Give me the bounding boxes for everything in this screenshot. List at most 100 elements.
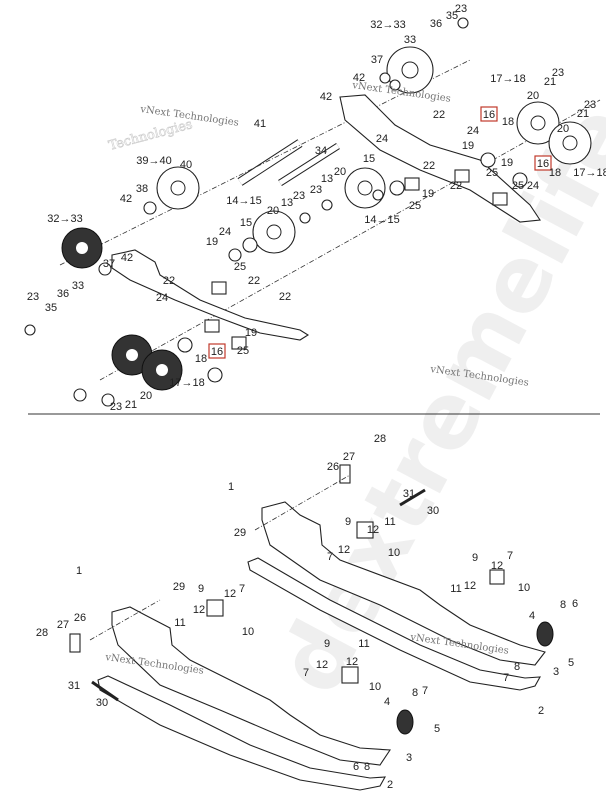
callout-10: 10 [242, 626, 254, 638]
rail-frame-right [261, 501, 546, 666]
callout-7: 7 [327, 551, 333, 563]
callout-25: 25 [512, 180, 524, 192]
rail-right [339, 94, 541, 223]
wheel-pair [396, 621, 554, 735]
callout-23: 23 [584, 99, 596, 111]
callout-19: 19 [422, 188, 434, 200]
callout-30: 30 [427, 505, 439, 517]
callout-20: 20 [140, 390, 152, 402]
callout-21: 21 [544, 76, 556, 88]
callout-6: 6 [572, 598, 578, 610]
callout-4: 4 [529, 610, 535, 622]
highlight-box [208, 343, 226, 359]
callout-9: 9 [198, 583, 204, 595]
callout-22: 22 [423, 160, 435, 172]
callout-10: 10 [369, 681, 381, 693]
callout-17-to-18: 17→18 [573, 167, 606, 179]
callout-38: 38 [136, 183, 148, 195]
callout-18: 18 [195, 353, 207, 365]
callout-10: 10 [388, 547, 400, 559]
callout-21: 21 [577, 108, 589, 120]
callout-3: 3 [553, 666, 559, 678]
callout-31: 31 [403, 488, 415, 500]
callout-11: 11 [450, 583, 461, 595]
rail-frame-left [111, 606, 391, 766]
callout-24: 24 [527, 180, 539, 192]
callout-7: 7 [303, 667, 309, 679]
rail-left [111, 249, 310, 341]
callout-2: 2 [387, 779, 393, 791]
callout-42: 42 [353, 72, 365, 84]
callout-12: 12 [338, 544, 350, 556]
callout-14-to-15: 14→15 [364, 214, 399, 226]
callout-33: 33 [72, 280, 84, 292]
callout-15: 15 [240, 217, 252, 229]
callout-9: 9 [345, 516, 351, 528]
rail-frames-assembly: vNext Technologies vNext Technologies [69, 464, 554, 791]
callout-30: 30 [96, 697, 108, 709]
callout-27: 27 [57, 619, 69, 631]
callout-16: 16 [211, 346, 223, 358]
callout-31: 31 [68, 680, 80, 692]
callout-1: 1 [76, 565, 82, 577]
callout-11: 11 [174, 617, 185, 629]
callout-37: 37 [103, 258, 115, 270]
wheel [61, 227, 103, 269]
callout-11: 11 [358, 638, 369, 650]
callout-42: 42 [120, 193, 132, 205]
callout-21: 21 [125, 399, 137, 411]
callout-23: 23 [110, 401, 122, 413]
callout-24: 24 [376, 133, 388, 145]
callout-26: 26 [74, 612, 86, 624]
wheel [141, 349, 183, 391]
callout-24: 24 [467, 125, 479, 137]
wheel [111, 334, 153, 376]
callout-15: 15 [363, 153, 375, 165]
callout-12: 12 [346, 656, 358, 668]
callout-32-to-33: 32→33 [47, 213, 82, 225]
blocks [69, 464, 505, 684]
callout-12: 12 [193, 604, 205, 616]
callout-14-to-15: 14→15 [226, 195, 261, 207]
callout-35: 35 [446, 10, 458, 22]
callout-33: 33 [404, 34, 416, 46]
callout-12: 12 [224, 588, 236, 600]
shaft-41 [237, 139, 303, 186]
callout-40: 40 [180, 159, 192, 171]
wheel [548, 121, 592, 165]
callout-23: 23 [455, 3, 467, 15]
callout-7: 7 [507, 550, 513, 562]
callout-7: 7 [239, 583, 245, 595]
callout-23: 23 [27, 291, 39, 303]
callout-39-to-40: 39→40 [136, 155, 171, 167]
callout-32-to-33: 32→33 [370, 19, 405, 31]
callout-25: 25 [234, 261, 246, 273]
bearings [24, 17, 528, 407]
callout-3: 3 [406, 752, 412, 764]
callout-34: 34 [315, 145, 327, 157]
slide-left [97, 675, 386, 791]
callout-17-to-18: 17→18 [169, 377, 204, 389]
callout-22: 22 [450, 180, 462, 192]
callout-9: 9 [472, 552, 478, 564]
wheel [344, 167, 386, 209]
callout-1: 1 [228, 481, 234, 493]
callout-18: 18 [549, 167, 561, 179]
callout-2: 2 [538, 705, 544, 717]
callout-36: 36 [430, 18, 442, 30]
callout-19: 19 [462, 140, 474, 152]
callout-18: 18 [502, 116, 514, 128]
callout-8: 8 [412, 687, 418, 699]
callout-22: 22 [248, 275, 260, 287]
callout-17-to-18: 17→18 [490, 73, 525, 85]
callout-12: 12 [491, 560, 503, 572]
slide-right [247, 557, 541, 691]
wheel [516, 101, 560, 145]
callout-16: 16 [537, 158, 549, 170]
callout-4: 4 [384, 696, 390, 708]
callout-22: 22 [163, 275, 175, 287]
callout-22: 22 [279, 291, 291, 303]
callout-7: 7 [422, 685, 428, 697]
